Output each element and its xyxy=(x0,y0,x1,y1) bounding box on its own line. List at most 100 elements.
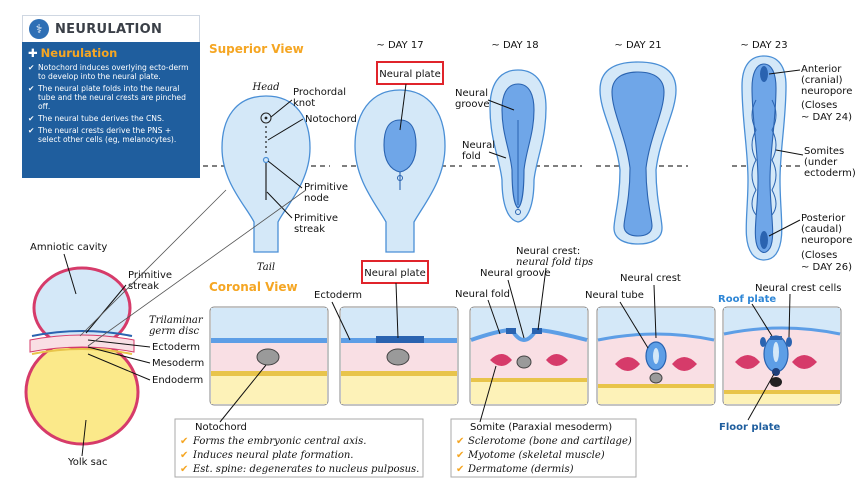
panel-body: ✚Neurulation ✔Notochord induces overlyin… xyxy=(22,42,200,178)
somite-item-2: Myotome (skeletal muscle) xyxy=(467,450,605,461)
amniotic-cavity-label: Amniotic cavity xyxy=(30,242,107,253)
day-label-17: ~ DAY 17 xyxy=(376,40,423,51)
check-icon: ✔ xyxy=(456,464,464,475)
germ-disc xyxy=(24,266,140,446)
embryo-day-21 xyxy=(599,61,677,245)
somites-label-1: Somites xyxy=(804,146,844,157)
neural-crest-tips-label-1: Neural crest: xyxy=(516,246,580,257)
section-neural-groove xyxy=(469,306,589,406)
neural-fold-label-1: Neural xyxy=(462,140,495,151)
anterior-label-3: neuropore xyxy=(801,86,852,97)
neural-fold-label-2: fold xyxy=(462,151,481,162)
check-icon: ✔ xyxy=(456,436,464,447)
prochordal-knot-label-1: Prochordal xyxy=(293,87,346,98)
section-neural-crest-cells xyxy=(722,306,842,406)
panel-subtitle: ✚Neurulation xyxy=(28,46,194,60)
check-icon: ✔ xyxy=(28,63,35,72)
embryo-day-17 xyxy=(354,89,446,253)
bullet-1: ✔Notochord induces overlying ecto-derm t… xyxy=(28,63,194,81)
disc-primitive-streak-label-2: streak xyxy=(128,281,159,292)
check-icon: ✔ xyxy=(180,436,188,447)
posterior-label-2: (caudal) xyxy=(801,224,842,235)
somite-item-1: Sclerotome (bone and cartilage) xyxy=(468,436,632,447)
primitive-streak-label-1: Primitive xyxy=(294,213,338,224)
coronal-neural-crest-label: Neural crest xyxy=(620,273,681,284)
trilaminar-label-1: Trilaminar xyxy=(149,315,204,326)
tail-label: Tail xyxy=(257,262,275,273)
coronal-neural-groove-label: Neural groove xyxy=(480,268,551,279)
bullet-2: ✔The neural plate folds into the neural … xyxy=(28,84,194,111)
anterior-label-2: (cranial) xyxy=(801,75,843,86)
bullet-text: Notochord induces overlying ecto-derm to… xyxy=(38,63,189,81)
somites-label-2: (under xyxy=(804,157,838,168)
notochord-item-2: Induces neural plate formation. xyxy=(192,450,353,461)
neural-plate-label-coronal: Neural plate xyxy=(364,268,426,279)
caduceus-icon: ⚕ xyxy=(29,19,49,39)
posterior-label-5: ~ DAY 26) xyxy=(801,262,852,273)
coronal-neural-tube-label: Neural tube xyxy=(585,290,644,301)
day-label-18: ~ DAY 18 xyxy=(491,40,538,51)
section-neural-tube xyxy=(596,306,716,406)
somites-label-3: ectoderm) xyxy=(804,168,856,179)
posterior-label-1: Posterior xyxy=(801,213,846,224)
panel-title: NEURULATION xyxy=(55,21,163,37)
notochord-label: Notochord xyxy=(305,114,357,125)
notochord-box xyxy=(174,418,424,478)
coronal-neural-fold-label: Neural fold xyxy=(455,289,510,300)
notochord-item-3: Est. spine: degenerates to nucleus pulpo… xyxy=(192,464,419,475)
roof-plate-label: Roof plate xyxy=(718,294,776,305)
bullet-3: ✔The neural tube derives the CNS. xyxy=(28,114,194,123)
panel-subtitle-text: Neurulation xyxy=(40,46,118,60)
neural-groove-label-1: Neural xyxy=(455,88,488,99)
check-icon: ✔ xyxy=(28,126,35,135)
bullet-text: The neural plate folds into the neural t… xyxy=(38,84,186,111)
bullet-text: The neural tube derives the CNS. xyxy=(38,114,165,123)
check-icon: ✔ xyxy=(456,450,464,461)
yolk-sac-label: Yolk sac xyxy=(67,457,107,468)
trilaminar-label-2: germ disc xyxy=(149,326,199,337)
neural-crest-cells-label: Neural crest cells xyxy=(755,283,841,294)
section-ectoderm-stage xyxy=(209,306,329,406)
head-label: Head xyxy=(251,82,279,93)
check-icon: ✔ xyxy=(180,464,188,475)
plus-icon: ✚ xyxy=(28,46,38,60)
notochord-box-title: Notochord xyxy=(195,422,247,433)
posterior-label-3: neuropore xyxy=(801,235,852,246)
coronal-view-heading: Coronal View xyxy=(209,280,298,294)
primitive-streak-label-2: streak xyxy=(294,224,325,235)
floor-plate-label: Floor plate xyxy=(719,422,781,433)
summary-panel: ⚕ NEURULATION ✚Neurulation ✔Notochord in… xyxy=(22,15,200,178)
neural-crest-tips-label-2: neural fold tips xyxy=(516,257,593,268)
check-icon: ✔ xyxy=(28,114,35,123)
embryo-day-23 xyxy=(741,55,787,261)
neural-plate-highlight-top xyxy=(376,61,444,85)
anterior-label-4: (Closes xyxy=(801,100,837,111)
ectoderm-label: Ectoderm xyxy=(152,342,200,353)
disc-primitive-streak-label-1: Primitive xyxy=(128,270,172,281)
posterior-label-4: (Closes xyxy=(801,250,837,261)
endoderm-label: Endoderm xyxy=(152,375,203,386)
somite-item-3: Dermatome (dermis) xyxy=(467,464,574,475)
bullet-4: ✔The neural crests derive the PNS + sele… xyxy=(28,126,194,144)
superior-view-heading: Superior View xyxy=(209,42,304,56)
panel-header: ⚕ NEURULATION xyxy=(22,15,200,42)
notochord-item-1: Forms the embryonic central axis. xyxy=(192,436,366,447)
embryo-day-18 xyxy=(489,69,547,223)
primitive-node-label-1: Primitive xyxy=(304,182,348,193)
neural-groove-label-2: groove xyxy=(455,99,490,110)
embryo-superior-primitive xyxy=(221,95,311,253)
check-icon: ✔ xyxy=(180,450,188,461)
day-label-23: ~ DAY 23 xyxy=(740,40,787,51)
neural-plate-highlight-coronal xyxy=(361,260,429,284)
mesoderm-label: Mesoderm xyxy=(152,358,204,369)
primitive-node-label-2: node xyxy=(304,193,329,204)
coronal-ectoderm-label: Ectoderm xyxy=(314,290,362,301)
somite-box-title: Somite (Paraxial mesoderm) xyxy=(470,422,612,433)
anterior-label-1: Anterior xyxy=(801,64,842,75)
somite-box xyxy=(450,418,637,478)
bullet-text: The neural crests derive the PNS + selec… xyxy=(38,126,177,144)
check-icon: ✔ xyxy=(28,84,35,93)
prochordal-knot-label-2: knot xyxy=(293,98,315,109)
day-label-21: ~ DAY 21 xyxy=(614,40,661,51)
